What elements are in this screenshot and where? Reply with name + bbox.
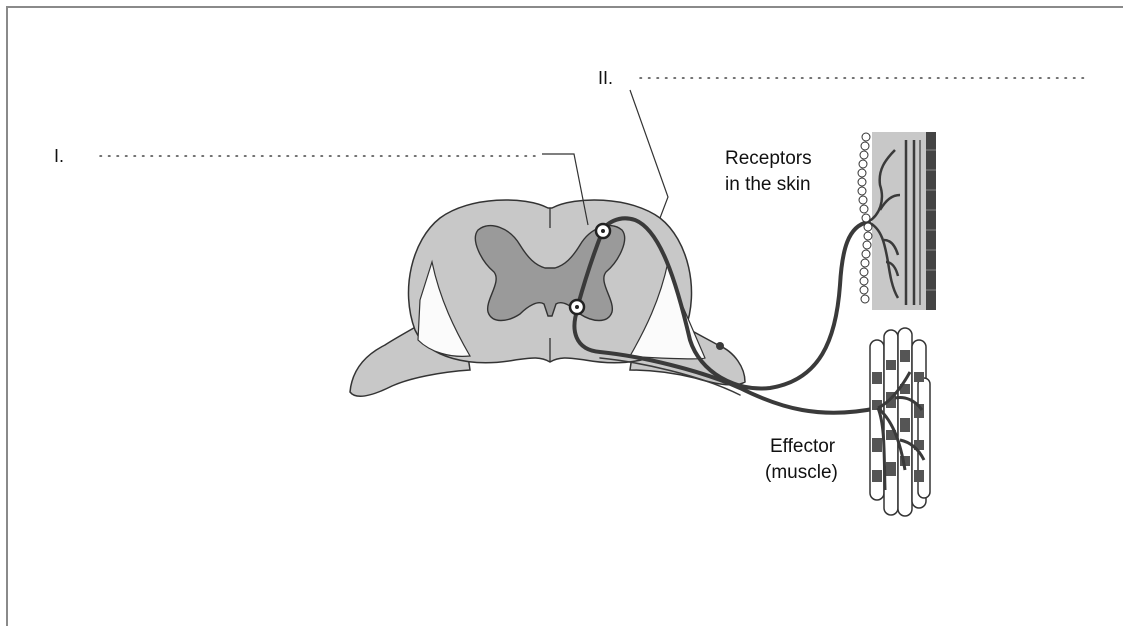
- spinal-cord-section: [350, 200, 745, 396]
- label-effector-line2: (muscle): [765, 462, 838, 483]
- label-receptors-line2: in the skin: [725, 174, 811, 195]
- label-blank-two: II.: [598, 68, 613, 88]
- label-effector-line1: Effector: [770, 436, 836, 457]
- label-blank-one: I.: [54, 146, 64, 166]
- muscle-effector: [870, 328, 930, 516]
- receptor-beads: [858, 133, 872, 303]
- skin-outer-layer: [926, 132, 936, 310]
- label-receptors-line1: Receptors: [725, 148, 812, 169]
- leader-line-two: [630, 90, 668, 218]
- reflex-arc-diagram: I. II. Receptors in the skin Effector (m…: [0, 0, 1123, 595]
- skin-section: [858, 132, 936, 310]
